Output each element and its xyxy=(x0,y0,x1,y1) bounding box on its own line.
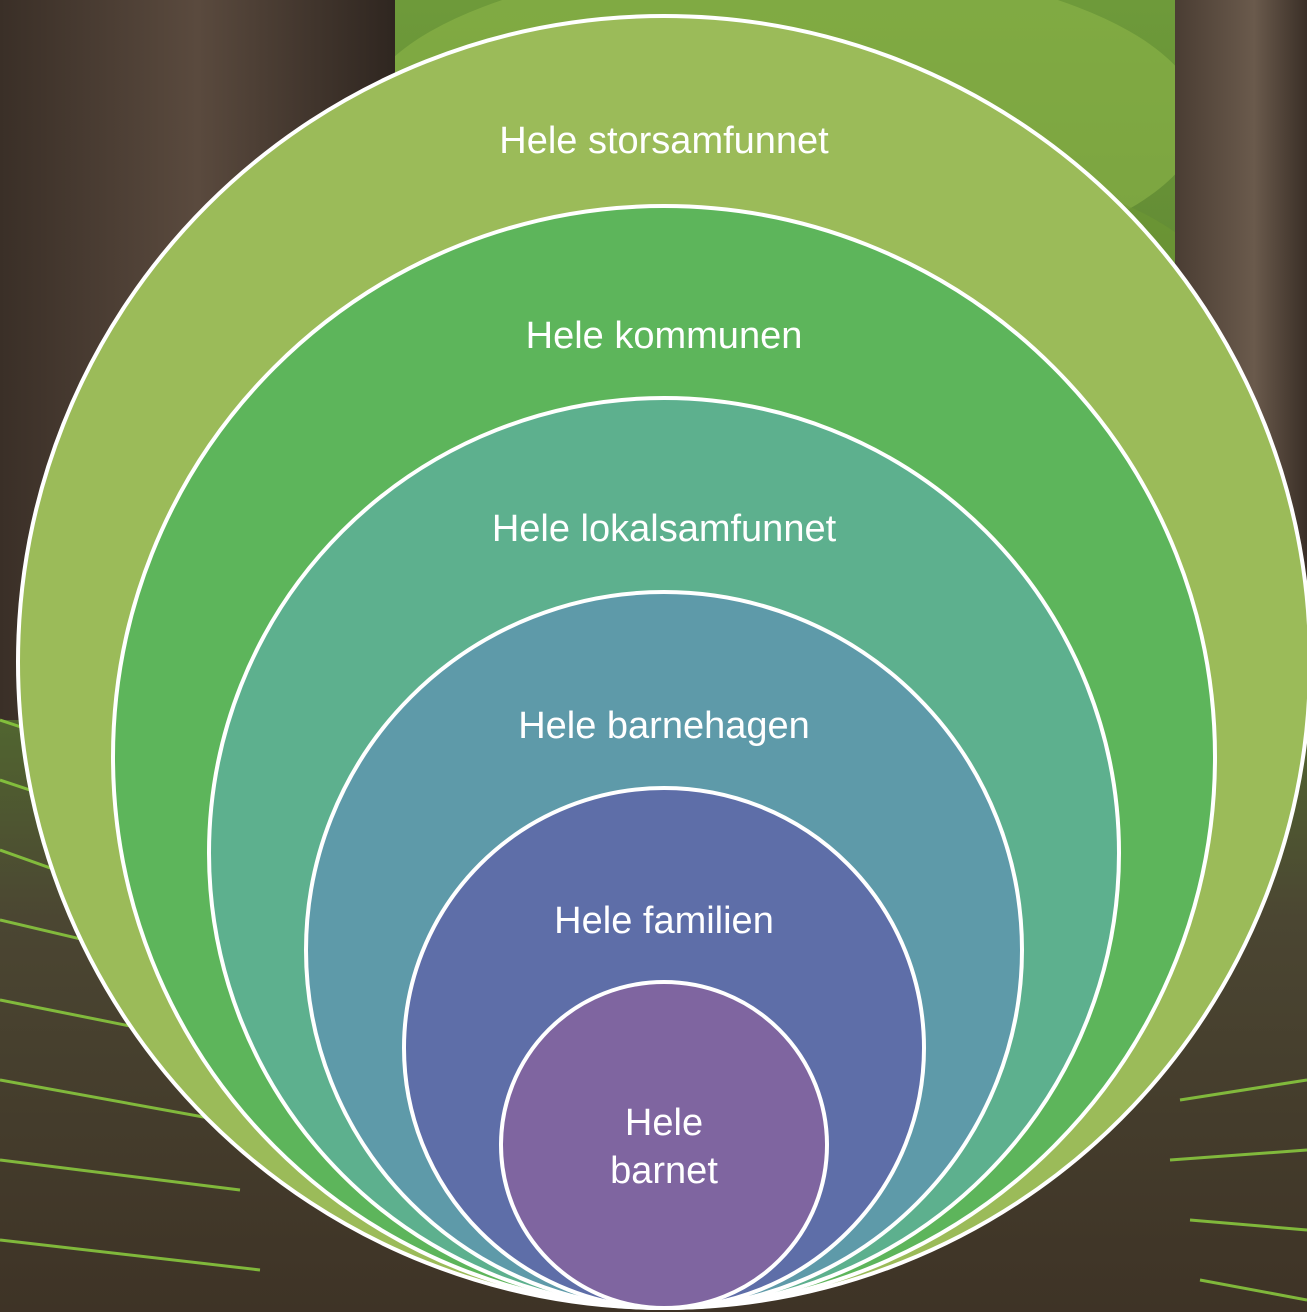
ring-label-2: Hele kommunen xyxy=(526,315,803,357)
ring-label-4: Hele barnehagen xyxy=(518,705,810,747)
ring-label-1: Hele storsamfunnet xyxy=(499,120,829,162)
ring-label-5-line-1: Hele familien xyxy=(554,900,774,942)
ring-label-5: Hele familien xyxy=(554,900,774,942)
ring-label-3-line-1: Hele lokalsamfunnet xyxy=(492,508,837,550)
ring-label-1-line-1: Hele storsamfunnet xyxy=(499,120,829,162)
ring-label-6-line-1: Hele xyxy=(625,1102,703,1144)
ring-label-6-line-2: barnet xyxy=(610,1150,718,1192)
ring-label-6: Hele barnet xyxy=(610,1102,718,1192)
ring-6 xyxy=(499,980,829,1310)
ring-label-4-line-1: Hele barnehagen xyxy=(518,705,810,747)
ring-label-2-line-1: Hele kommunen xyxy=(526,315,803,357)
ring-label-3: Hele lokalsamfunnet xyxy=(492,508,837,550)
